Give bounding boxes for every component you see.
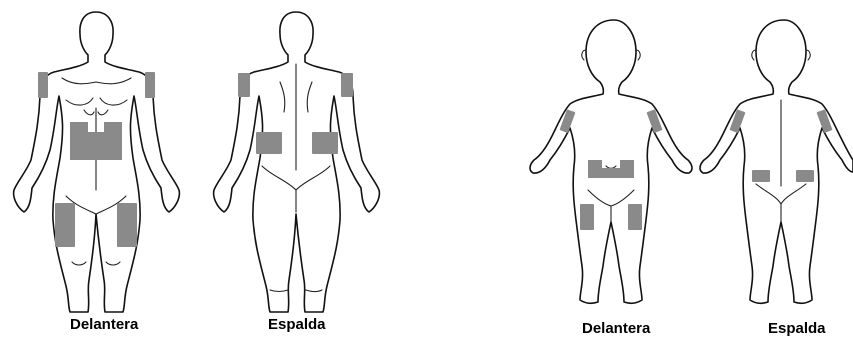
child-back-label: Espalda xyxy=(768,320,826,337)
adult-front-label: Delantera xyxy=(70,316,138,333)
site-child-front-right-thigh xyxy=(580,204,594,230)
child-front-outline xyxy=(530,20,692,303)
site-child-back-left-hip xyxy=(752,170,770,182)
site-adult-back-left-arm xyxy=(238,73,250,97)
site-adult-front-left-arm xyxy=(145,72,155,98)
site-adult-front-left-thigh xyxy=(117,203,137,247)
child-back-outline xyxy=(700,20,853,303)
site-child-front-right-arm xyxy=(559,109,575,133)
site-child-back-right-arm xyxy=(817,109,833,133)
site-adult-front-right-arm xyxy=(38,72,48,98)
child-back-figure xyxy=(700,20,853,303)
child-front-figure xyxy=(530,20,692,303)
site-child-front-left-arm xyxy=(647,109,663,133)
site-child-front-left-thigh xyxy=(628,204,642,230)
site-adult-front-right-thigh xyxy=(55,203,75,247)
child-front-label: Delantera xyxy=(582,320,650,337)
site-adult-back-right-arm xyxy=(341,73,353,97)
site-child-back-right-hip xyxy=(796,170,814,182)
adult-back-figure xyxy=(214,12,380,312)
site-adult-back-right-hip xyxy=(312,132,338,154)
site-child-back-left-arm xyxy=(729,109,745,133)
adult-front-figure xyxy=(14,12,180,312)
site-child-front-abdomen xyxy=(588,160,634,178)
site-adult-back-left-hip xyxy=(256,132,282,154)
adult-back-label: Espalda xyxy=(268,316,326,333)
